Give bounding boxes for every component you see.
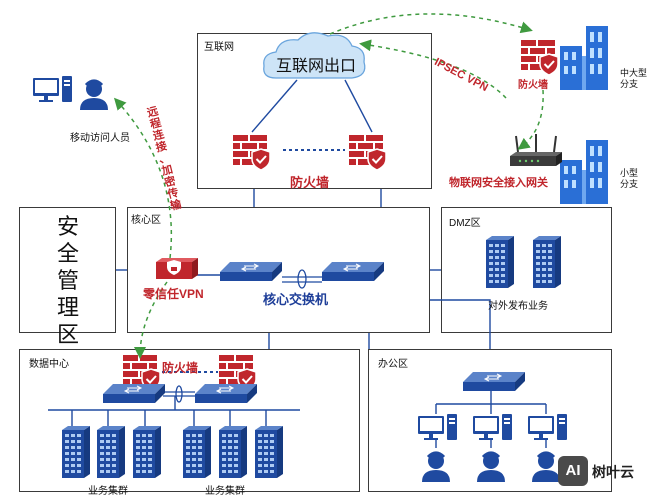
- firewall-icon: [232, 134, 271, 171]
- user-icon: [475, 451, 507, 484]
- computer-icon: [33, 76, 72, 102]
- iot-gateway-label: 物联网安全接入网关: [449, 177, 548, 189]
- server-icon: [486, 236, 514, 288]
- cloud-icon: [263, 32, 366, 79]
- brand-logo-icon: AI: [558, 456, 588, 486]
- user-icon: [78, 79, 110, 112]
- switch-icon: [102, 383, 166, 404]
- core-switch-label: 核心交换机: [263, 292, 329, 307]
- brand-name: 树叶云: [592, 464, 634, 480]
- vpn-device-icon: [156, 258, 198, 279]
- server-icon: [62, 426, 90, 478]
- switch-icon: [321, 261, 385, 282]
- firewall-icon: [520, 39, 559, 76]
- mobile-user-label: 移动访问人员: [70, 133, 130, 144]
- dmz-service-label: 对外发布业务: [488, 301, 548, 312]
- firewall-icon: [348, 134, 387, 171]
- router-icon: [510, 134, 562, 166]
- computer-icon: [528, 414, 567, 440]
- server-icon: [183, 426, 211, 478]
- server-icon: [219, 426, 247, 478]
- branch-large-label: 中大型 分支: [620, 68, 648, 89]
- cluster-left-label: 业务集群: [88, 486, 128, 497]
- server-icon: [97, 426, 125, 478]
- branch-firewall-label: 防火墙: [518, 80, 548, 91]
- server-icon: [533, 236, 561, 288]
- dmz-zone-label: DMZ区: [449, 218, 481, 229]
- office-zone-label: 办公区: [378, 359, 408, 370]
- security-zone-label: 安全管理区: [56, 214, 79, 347]
- computer-icon: [418, 414, 457, 440]
- building-icon: [560, 26, 608, 90]
- building-icon: [560, 140, 608, 204]
- server-icon: [133, 426, 161, 478]
- zero-trust-vpn-label: 零信任VPN: [143, 287, 204, 301]
- branch-small-label: 小型 分支: [620, 168, 639, 189]
- user-icon: [420, 451, 452, 484]
- switch-icon: [219, 261, 283, 282]
- computer-icon: [473, 414, 512, 440]
- datacenter-zone-label: 数据中心: [29, 359, 69, 370]
- dmz-zone: [441, 207, 612, 333]
- server-icon: [255, 426, 283, 478]
- internet-exit-label: 互联网出口: [276, 58, 357, 75]
- firewall-main-label: 防火墙: [290, 175, 330, 190]
- switch-icon: [462, 371, 526, 392]
- cluster-right-label: 业务集群: [205, 486, 245, 497]
- switch-icon: [194, 383, 258, 404]
- security-zone: [19, 207, 116, 333]
- dc-firewall-label: 防火墙: [162, 361, 199, 375]
- internet-zone-label: 互联网: [204, 42, 234, 53]
- user-icon: [530, 451, 562, 484]
- core-zone-label: 核心区: [131, 215, 161, 226]
